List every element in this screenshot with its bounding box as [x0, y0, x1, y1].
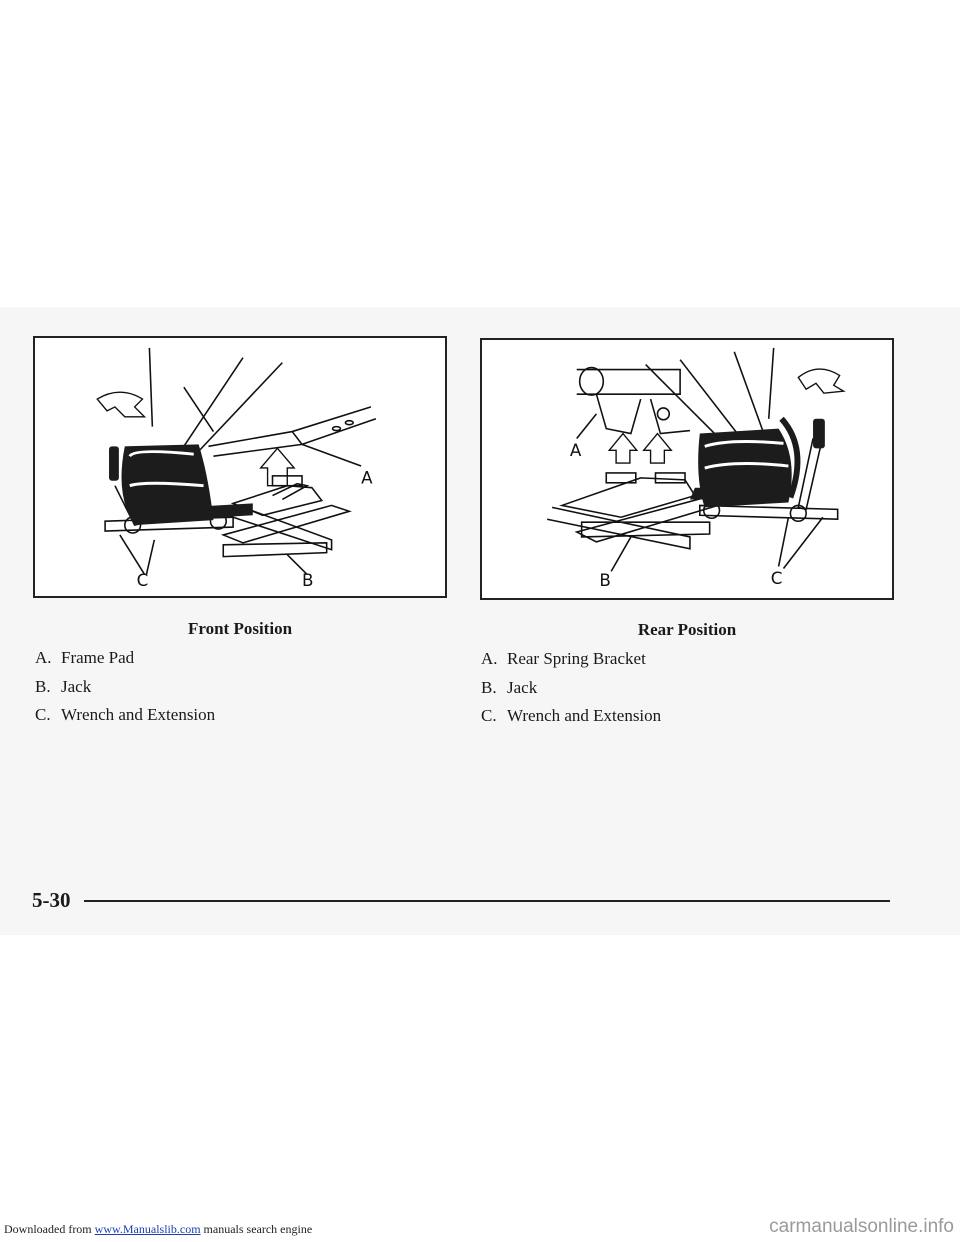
manualslib-link[interactable]: www.Manualslib.com: [94, 1222, 201, 1236]
legend-letter: B.: [481, 677, 497, 697]
legend-text: Rear Spring Bracket: [507, 649, 646, 668]
legend-letter: C.: [481, 706, 497, 725]
legend-text: Jack: [507, 677, 538, 697]
legend-text: Jack: [61, 676, 92, 696]
callout-b: B: [302, 570, 313, 590]
legend-text: Frame Pad: [61, 648, 135, 667]
download-note: Downloaded from www.Manualslib.com manua…: [4, 1222, 312, 1237]
front-position-title: Front Position: [187, 619, 293, 638]
legend-text: Wrench and Extension: [61, 705, 216, 724]
legend-item: C. Wrench and Extension: [35, 701, 215, 730]
download-suffix: manuals search engine: [203, 1222, 313, 1236]
legend-item: A. Frame Pad: [35, 644, 215, 673]
legend-item: A. Rear Spring Bracket: [481, 645, 661, 674]
rear-jack-drawing: A B C: [547, 347, 846, 590]
front-position-illustration: A C B: [33, 336, 447, 598]
legend-text: Wrench and Extension: [507, 706, 662, 725]
callout-b: B: [599, 570, 610, 590]
legend-letter: C.: [35, 705, 51, 724]
legend-letter: A.: [481, 649, 498, 668]
footer-rule: [84, 900, 890, 902]
callout-a: A: [361, 468, 373, 488]
callout-c: C: [137, 570, 149, 590]
download-prefix: Downloaded from: [4, 1222, 92, 1236]
legend-item: B. Jack: [35, 673, 215, 702]
rear-position-legend: A. Rear Spring Bracket B. Jack C. Wrench an…: [481, 645, 661, 731]
front-jack-drawing: A C B: [96, 347, 377, 590]
page-number: 5-30: [32, 888, 71, 912]
front-position-legend: A. Frame Pad B. Jack C. Wrench and Extensio…: [35, 644, 215, 730]
legend-item: B. Jack: [481, 674, 661, 703]
rear-position-title: Rear Position: [637, 620, 737, 639]
rear-position-illustration: A B C: [480, 338, 894, 600]
site-watermark: carmanualsonline.info: [769, 1216, 954, 1237]
legend-item: C. Wrench and Extension: [481, 702, 661, 731]
legend-letter: A.: [35, 648, 52, 667]
callout-c: C: [771, 568, 783, 588]
legend-letter: B.: [35, 676, 51, 696]
callout-a: A: [570, 440, 582, 460]
